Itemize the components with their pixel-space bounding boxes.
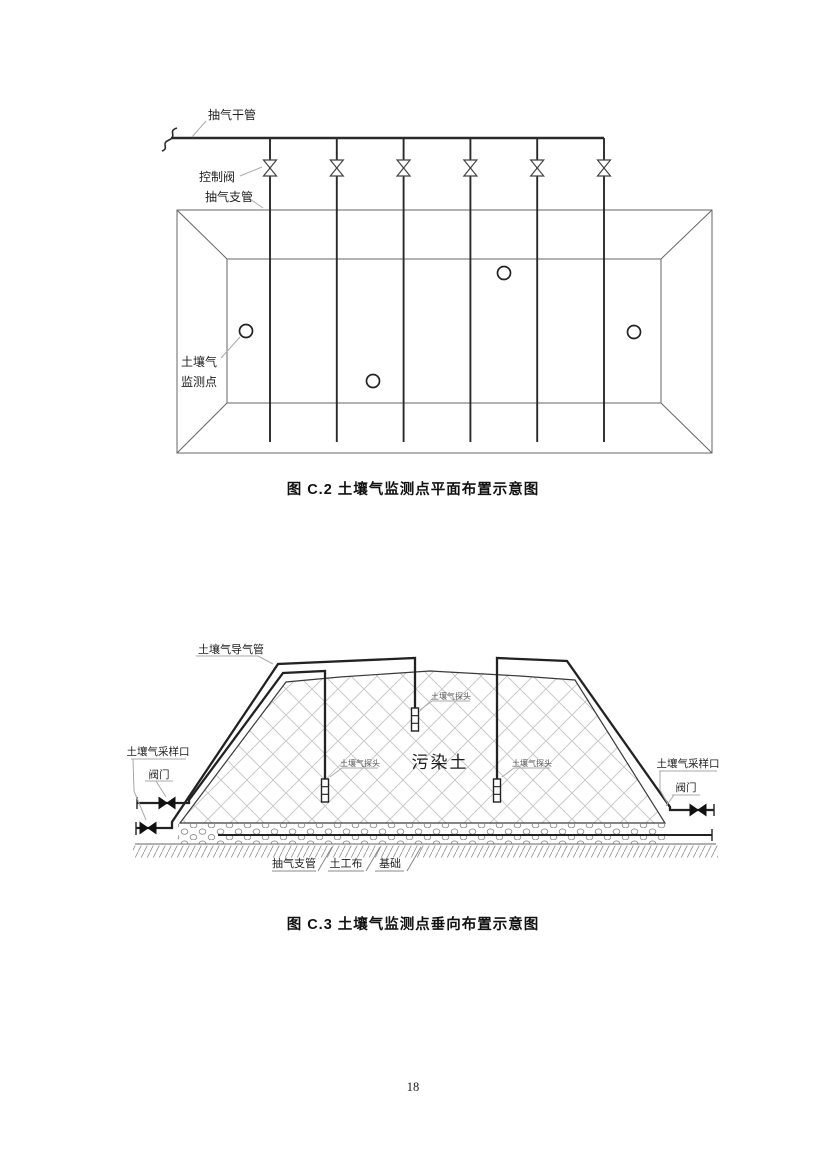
page-number: 18 (406, 1080, 420, 1094)
control-valves (262, 159, 612, 177)
main-pipe-label: 抽气干管 (208, 107, 256, 122)
valve-left-label: 阀门 (149, 768, 170, 781)
figure-c2-plan-diagram: 抽气干管 控制阀 抽气支管 土壤气 监测点 (161, 107, 713, 454)
foundation-label: 基础 (379, 857, 401, 870)
probe-label-left: 土壤气探头 (340, 758, 380, 768)
monitoring-point (626, 324, 642, 340)
probe-label-top: 土壤气探头 (431, 691, 471, 701)
control-valve-icon (329, 159, 345, 177)
foundation-hatch (133, 845, 718, 858)
contaminated-soil-label: 污染土 (412, 753, 469, 772)
corner-slope-lines (176, 209, 713, 454)
valve-right-label: 阀门 (676, 781, 697, 794)
gas-pipe-left (137, 669, 327, 805)
bottom-leader-lines (272, 846, 422, 872)
soil-gas-probes (320, 707, 502, 803)
monitoring-point (365, 373, 381, 389)
figure-c3-section-diagram: 土壤气导气管 土壤气采样口 阀门 土壤气采样口 阀门 污染土 土壤气探头 土壤气… (127, 642, 720, 872)
valve-icon (689, 803, 707, 817)
branch-pipe-label: 抽气支管 (205, 189, 253, 204)
sampling-port-left-label: 土壤气采样口 (127, 745, 190, 758)
probe-label-right: 土壤气探头 (512, 758, 552, 768)
leader-lines (131, 655, 717, 821)
branch-pipes (269, 138, 605, 442)
sampling-valves (139, 796, 707, 835)
control-valve-icon (529, 159, 545, 177)
figure-c2-caption: 图 C.2 土壤气监测点平面布置示意图 (286, 482, 540, 498)
valve-icon (139, 821, 157, 835)
branch-pipe-bottom-label: 抽气支管 (272, 856, 316, 870)
leader-lines (191, 120, 264, 359)
gas-conduit-pipes (136, 656, 714, 830)
monitoring-points (238, 265, 642, 389)
gas-pipe-right (495, 656, 714, 812)
control-valve-icon (395, 159, 412, 177)
control-valve-icon (262, 159, 278, 177)
probe (410, 707, 420, 732)
control-valve-icon (596, 159, 612, 177)
figure-c3-caption: 图 C.3 土壤气监测点垂向布置示意图 (286, 917, 540, 933)
gas-pipe-label: 土壤气导气管 (198, 642, 264, 656)
pipe-break-icon (161, 127, 178, 152)
valve-icon (158, 796, 176, 810)
monitoring-point-label-line2: 监测点 (181, 375, 217, 389)
outer-boundary (176, 209, 713, 454)
monitoring-point-label-line1: 土壤气 (181, 354, 217, 369)
inner-boundary (226, 258, 662, 404)
sampling-port-right-label: 土壤气采样口 (657, 757, 720, 770)
gas-pipe-middle (136, 656, 417, 830)
soil-mound (178, 670, 667, 824)
probe (320, 778, 330, 803)
monitoring-point (496, 265, 512, 281)
control-valve-icon (462, 159, 479, 177)
monitoring-point (238, 323, 254, 339)
geotextile-label: 土工布 (330, 857, 363, 870)
probe (492, 778, 502, 803)
control-valve-label: 控制阀 (199, 170, 235, 184)
